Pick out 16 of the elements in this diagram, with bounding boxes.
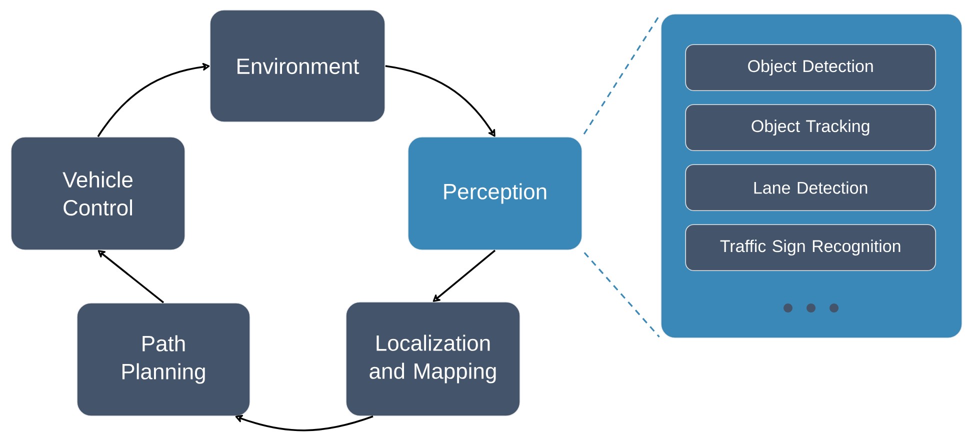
subtask-box: Object Detection	[685, 44, 936, 91]
zoom-line	[584, 252, 660, 338]
process-box: Environment	[210, 10, 386, 122]
process-box: Localization and Mapping	[346, 302, 520, 416]
arrow	[97, 63, 210, 138]
zoom-line	[583, 14, 660, 134]
subtask-box: Object Tracking	[685, 104, 936, 151]
process-box: Perception	[408, 136, 582, 250]
arrow	[432, 250, 496, 302]
arrow	[385, 65, 496, 137]
process-box: Path Planning	[76, 302, 250, 416]
process-box: Vehicle Control	[10, 136, 186, 250]
arrow	[235, 414, 374, 432]
subtask-box: Lane Detection	[685, 164, 936, 211]
subtask-box: Traffic Sign Recognition	[685, 224, 936, 271]
arrow	[98, 250, 164, 304]
